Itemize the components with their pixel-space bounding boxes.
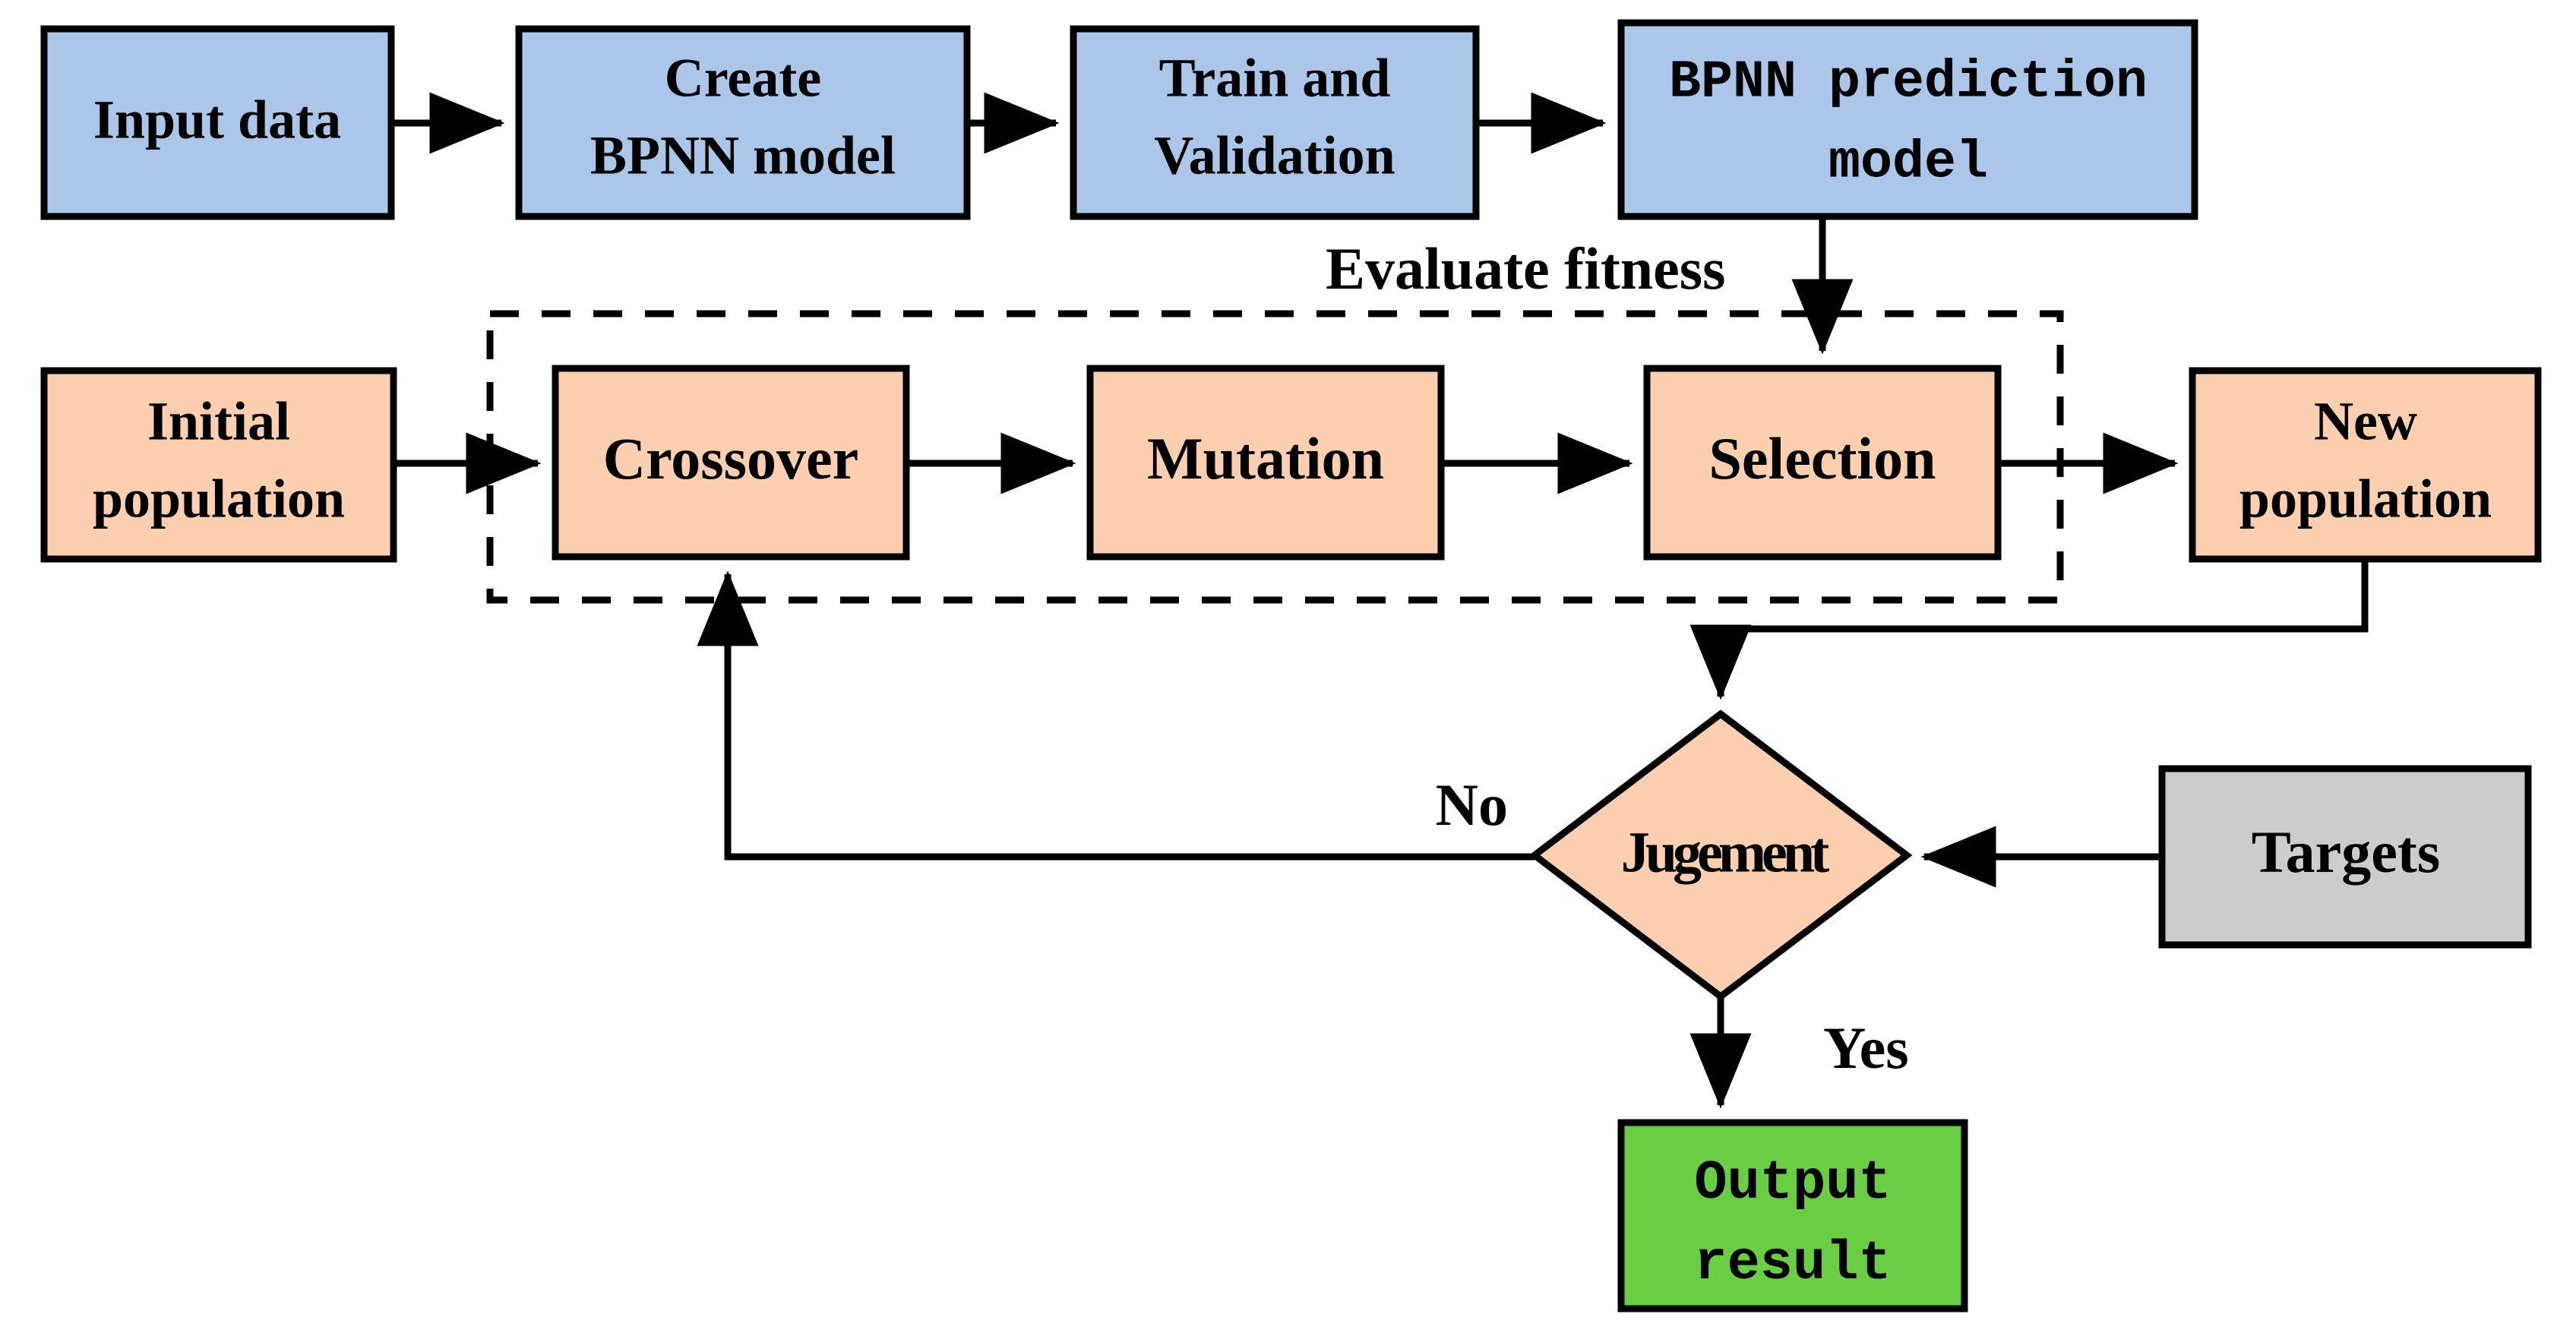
node-mutation[interactable]: Mutation bbox=[1086, 365, 1445, 561]
node-train-and-validation[interactable]: Train and Validation bbox=[1070, 25, 1480, 220]
node-label-new-population-line2: population bbox=[2239, 469, 2492, 529]
node-shape bbox=[2189, 367, 2542, 563]
node-label-bpnn-prediction-line2: model bbox=[1828, 133, 1988, 193]
node-label-create-bpnn-line2: BPNN model bbox=[590, 125, 896, 186]
edge-label-yes: Yes bbox=[1823, 1015, 1909, 1081]
node-shape bbox=[40, 367, 397, 563]
node-shape bbox=[1643, 365, 2002, 561]
node-label-input-data: Input data bbox=[93, 90, 341, 150]
node-judgement[interactable]: Jugement bbox=[1528, 709, 1913, 1001]
node-shape bbox=[515, 25, 971, 220]
node-shape bbox=[1070, 25, 1480, 220]
edge-label-no: No bbox=[1436, 772, 1508, 838]
node-shape bbox=[40, 25, 395, 220]
node-shape bbox=[552, 365, 910, 561]
node-label-new-population-line1: New bbox=[2314, 391, 2417, 452]
node-targets[interactable]: Targets bbox=[2158, 765, 2532, 949]
node-new-population[interactable]: New population bbox=[2189, 367, 2542, 563]
node-shape bbox=[1617, 19, 2198, 220]
node-shape bbox=[1086, 365, 1445, 561]
edge-judgement-no-to-crossover bbox=[697, 570, 1535, 861]
node-create-bpnn-model[interactable]: Create BPNN model bbox=[515, 25, 971, 220]
node-output-result[interactable]: Output result bbox=[1617, 1119, 1968, 1312]
node-selection[interactable]: Selection bbox=[1643, 365, 2002, 561]
edge-new-to-judgement bbox=[1689, 559, 2369, 700]
node-label-selection: Selection bbox=[1709, 425, 1936, 491]
node-label-train-line1: Train and bbox=[1159, 48, 1391, 109]
node-label-judgement: Jugement bbox=[1621, 820, 1829, 884]
node-initial-population[interactable]: Initial population bbox=[40, 367, 397, 563]
node-label-initial-line2: population bbox=[93, 469, 345, 529]
node-bpnn-prediction-model[interactable]: BPNN prediction model bbox=[1617, 19, 2198, 220]
node-label-initial-line1: Initial bbox=[147, 391, 290, 452]
node-input-data[interactable]: Input data bbox=[40, 25, 395, 220]
node-shape bbox=[1528, 709, 1913, 1001]
node-label-bpnn-prediction-line1: BPNN prediction bbox=[1669, 52, 2148, 112]
node-label-targets: Targets bbox=[2252, 819, 2440, 885]
node-shape bbox=[1617, 1119, 1968, 1312]
node-shape bbox=[2158, 765, 2532, 949]
node-label-train-line2: Validation bbox=[1154, 125, 1395, 186]
node-label-output-line2: result bbox=[1694, 1233, 1891, 1295]
node-label-mutation: Mutation bbox=[1147, 425, 1384, 491]
node-label-crossover: Crossover bbox=[603, 425, 859, 491]
node-label-output-line1: Output bbox=[1694, 1152, 1891, 1215]
node-crossover[interactable]: Crossover bbox=[552, 365, 910, 561]
edge-label-evaluate-fitness: Evaluate fitness bbox=[1326, 235, 1726, 302]
node-label-create-bpnn-line1: Create bbox=[665, 48, 822, 109]
edges-layer bbox=[391, 92, 2369, 1109]
edge-labels-layer: Evaluate fitness No Yes bbox=[1326, 235, 1909, 1081]
